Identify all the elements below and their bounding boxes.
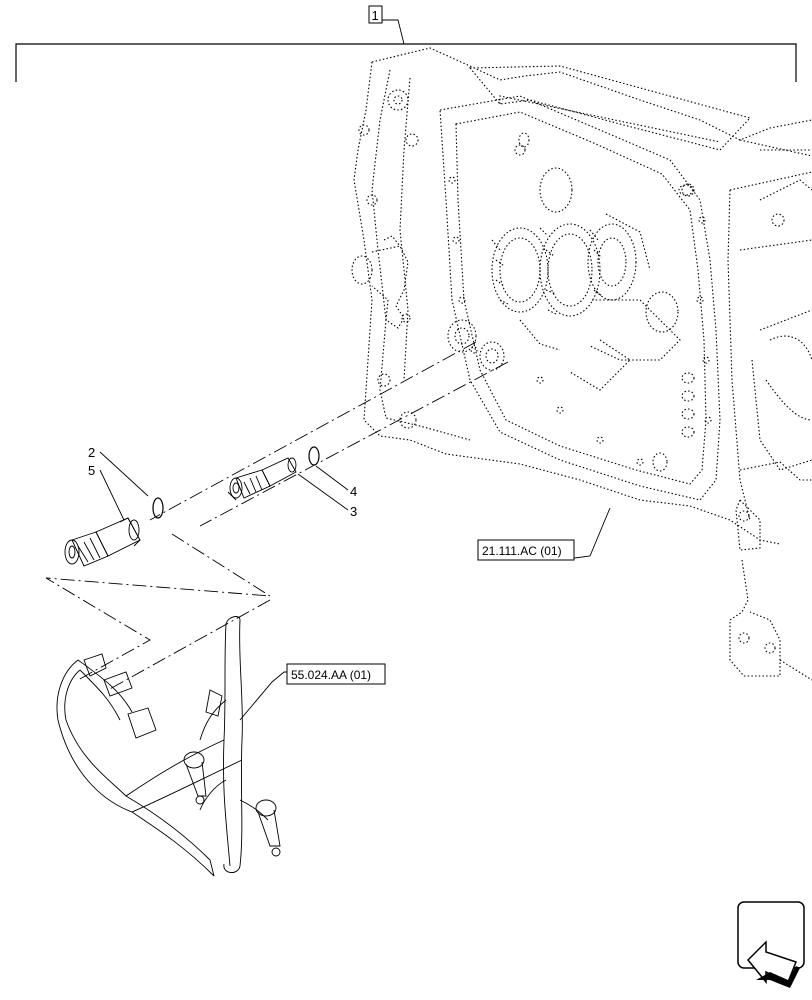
assembly-bracket: 1 <box>15 5 797 82</box>
center-lines <box>45 341 509 691</box>
reference-transmission[interactable]: 21.111.AC (01) <box>477 539 575 561</box>
gear-cluster <box>491 167 681 391</box>
transmission-housing <box>351 47 812 681</box>
item-label-3: 3 <box>350 504 357 519</box>
next-page-arrow-icon[interactable] <box>737 901 805 988</box>
sensor-ports <box>447 319 505 371</box>
o-ring-part-2 <box>152 497 164 519</box>
o-ring-part-4 <box>308 446 320 466</box>
sensor-part-3 <box>227 457 297 501</box>
wiring-harness <box>56 616 281 877</box>
reference-harness-text: 55.024.AA (01) <box>291 668 371 682</box>
shift-lever <box>351 235 411 329</box>
sensor-part-5 <box>64 517 141 567</box>
item-label-4: 4 <box>350 484 357 499</box>
item-label-5: 5 <box>88 463 95 478</box>
assembly-label: 1 <box>372 8 379 23</box>
reference-harness[interactable]: 55.024.AA (01) <box>286 663 386 685</box>
item-label-2: 2 <box>88 445 95 460</box>
reference-transmission-text: 21.111.AC (01) <box>482 544 562 558</box>
